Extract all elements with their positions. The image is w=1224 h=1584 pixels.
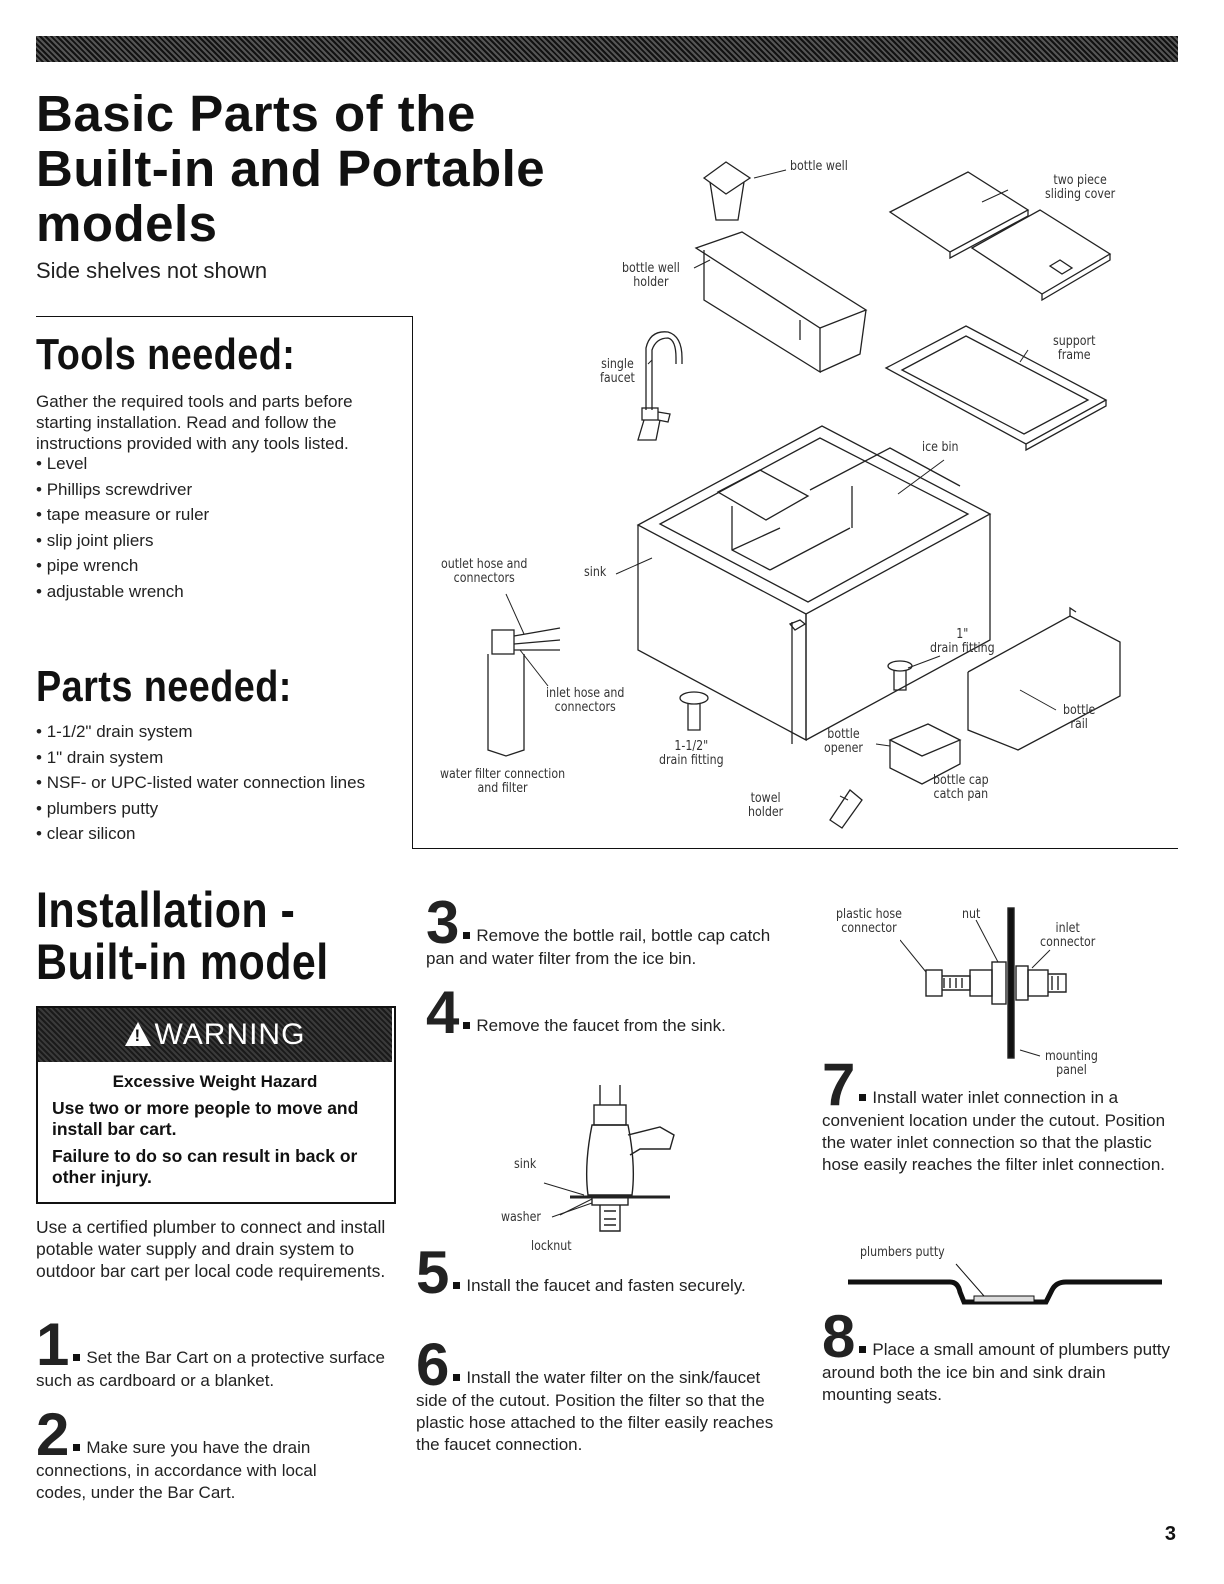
water-filter-drawing <box>487 627 561 757</box>
label-plastic-hose: plastic hose connector <box>836 907 902 936</box>
label-towel-holder: towel holder <box>748 791 784 820</box>
callout-lines <box>505 169 1057 801</box>
warning-line-1: Use two or more people to move and insta… <box>52 1098 359 1139</box>
label-support-frame: support frame <box>1053 334 1096 363</box>
label-bottle-rail: bottle rail <box>1063 703 1096 732</box>
label-bottle-opener: bottle opener <box>824 727 863 756</box>
label-inlet-hose: inlet hose and connectors <box>546 686 625 715</box>
bottle-well-holder-drawing <box>694 231 868 374</box>
installation-heading: Installation - Built-in model <box>36 882 329 990</box>
list-item: plumbers putty <box>36 796 365 822</box>
label-sink: sink <box>584 565 607 580</box>
inlet-connector-diagram <box>900 907 1067 1059</box>
label-plumbers-putty: plumbers putty <box>860 1245 945 1260</box>
title-line-1: Basic Parts of the <box>36 85 476 142</box>
label-locknut: locknut <box>531 1239 572 1254</box>
warning-header: !WARNING <box>38 1008 392 1062</box>
warning-title: Excessive Weight Hazard <box>112 1072 318 1091</box>
list-item: clear silicon <box>36 821 365 847</box>
bottle-well-drawing <box>702 161 752 221</box>
label-bottle-well-holder: bottle well holder <box>622 261 680 290</box>
catch-pan-drawing <box>888 723 962 785</box>
list-item: tape measure or ruler <box>36 502 210 528</box>
faucet-install-diagram <box>543 1085 675 1232</box>
label-two-piece: two piece sliding cover <box>1045 173 1116 202</box>
label-bottle-cap: bottle cap catch pan <box>933 773 989 802</box>
page-number: 3 <box>1164 1523 1176 1545</box>
list-item: adjustable wrench <box>36 579 209 605</box>
bottle-rail-drawing <box>967 606 1121 751</box>
page-subtitle: Side shelves not shown <box>36 258 268 283</box>
parts-diagram <box>487 161 1121 829</box>
label-sink-faucet: sink <box>514 1157 537 1172</box>
label-drain-1in: 1" drain fitting <box>930 627 995 656</box>
list-item: NSF- or UPC-listed water connection line… <box>36 770 365 796</box>
list-item: 1" drain system <box>36 745 365 771</box>
tools-list: Level Phillips screwdriver tape measure … <box>36 451 210 605</box>
label-water-filter: water filter connection and filter <box>440 767 566 796</box>
section-divider-top <box>36 316 413 317</box>
drain-fitting-drawing <box>679 660 913 731</box>
title-line-3: models <box>36 195 218 252</box>
section-divider-bottom <box>412 848 1178 849</box>
list-item: pipe wrench <box>36 553 209 579</box>
header-bar <box>36 36 1178 62</box>
warning-box <box>36 1006 396 1204</box>
label-washer: washer <box>501 1210 541 1225</box>
list-item: Level <box>36 451 209 477</box>
label-drain-15: 1-1/2" drain fitting <box>659 739 724 768</box>
putty-diagram <box>848 1263 1162 1305</box>
support-frame-drawing <box>884 325 1108 452</box>
tools-intro: Gather the required tools and parts befo… <box>36 392 353 453</box>
label-outlet-hose: outlet hose and connectors <box>441 557 528 586</box>
title-line-2: Built-in and Portable <box>36 140 546 197</box>
label-mounting-panel: mounting panel <box>1045 1049 1098 1078</box>
tools-heading: Tools needed: <box>36 330 296 379</box>
parts-heading: Parts needed: <box>36 662 292 711</box>
label-single-faucet: single faucet <box>600 357 635 386</box>
label-nut: nut <box>962 907 981 922</box>
page-title: Basic Parts of the Built-in and Portable… <box>36 86 545 251</box>
label-inlet-connector: inlet connector <box>1040 921 1096 950</box>
plumber-note: Use a certified plumber to connect and i… <box>36 1217 386 1281</box>
section-divider-vertical <box>412 316 413 849</box>
list-item: Phillips screwdriver <box>36 477 209 503</box>
list-item: 1-1/2" drain system <box>36 719 365 745</box>
warning-icon: ! <box>124 1022 151 1046</box>
ice-bin-drawing <box>636 425 992 744</box>
faucet-drawing <box>637 331 683 441</box>
parts-list: 1-1/2" drain system 1" drain system NSF-… <box>36 719 365 847</box>
label-ice-bin: ice bin <box>922 440 959 455</box>
warning-line-2: Failure to do so can result in back or o… <box>52 1146 358 1187</box>
list-item: slip joint pliers <box>36 528 209 554</box>
towel-holder-drawing <box>829 789 863 829</box>
sliding-cover-drawing <box>888 171 1112 302</box>
label-bottle-well: bottle well <box>790 159 848 174</box>
